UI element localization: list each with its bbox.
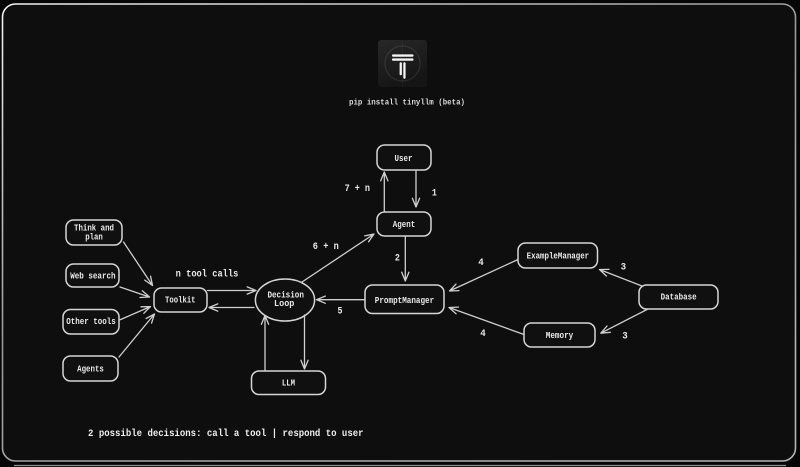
svg-text:3: 3 (621, 263, 627, 274)
svg-text:Decision: Decision (267, 290, 304, 300)
svg-text:LLM: LLM (282, 378, 295, 388)
svg-text:5: 5 (338, 306, 343, 317)
svg-text:Web search: Web search (70, 272, 115, 282)
svg-text:ExampleManager: ExampleManager (527, 252, 590, 262)
svg-text:4: 4 (478, 258, 484, 269)
svg-text:1: 1 (432, 189, 437, 200)
svg-text:Other tools: Other tools (66, 317, 116, 327)
svg-text:Database: Database (661, 293, 697, 303)
svg-text:2 possible decisions: call a t: 2 possible decisions: call a tool | resp… (88, 428, 364, 440)
svg-text:7 + n: 7 + n (345, 184, 370, 195)
svg-text:4: 4 (480, 329, 486, 340)
svg-text:Agent: Agent (393, 220, 415, 230)
svg-text:Think and: Think and (74, 224, 114, 234)
svg-text:Memory: Memory (546, 331, 574, 341)
svg-text:6 + n: 6 + n (313, 242, 339, 253)
svg-text:Toolkit: Toolkit (165, 296, 196, 306)
svg-text:pip install tinyllm (beta): pip install tinyllm (beta) (349, 98, 465, 108)
svg-text:PromptManager: PromptManager (375, 296, 434, 306)
svg-text:3: 3 (622, 332, 628, 343)
svg-text:Agents: Agents (77, 365, 104, 375)
svg-text:2: 2 (395, 254, 400, 265)
svg-text:n tool calls: n tool calls (176, 268, 239, 280)
svg-text:plan: plan (85, 233, 103, 243)
svg-text:Loop: Loop (274, 299, 294, 309)
svg-text:User: User (395, 154, 413, 164)
